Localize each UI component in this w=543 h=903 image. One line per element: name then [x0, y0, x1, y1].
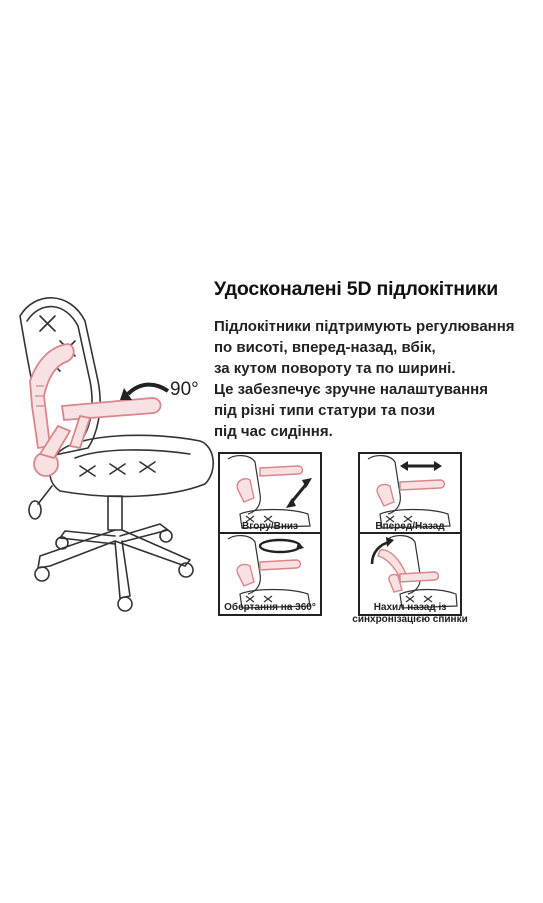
description-line: по висоті, вперед-назад, вбік, [214, 339, 436, 356]
adjustment-rotate-360 [218, 532, 322, 616]
adjustment-caption: Обертання на 360° [224, 602, 316, 613]
rotate-360-arrow-icon [227, 535, 311, 609]
up-down-arrow-icon [227, 455, 312, 529]
tilt-back-arrow-icon [370, 535, 458, 609]
adjustment-caption: Вперед/Назад [375, 521, 445, 532]
rotation-angle-label: 90° [170, 379, 199, 400]
adjustment-caption: Вгору/Вниз [241, 521, 299, 532]
office-chair-illustration [19, 297, 214, 612]
adjustment-forward-back [358, 452, 462, 536]
adjustment-tilt-back [358, 532, 462, 616]
description-line: Підлокітники підтримують регулювання [214, 318, 515, 335]
adjustment-up-down [218, 452, 322, 536]
adjustment-caption: Нахил назад із [373, 602, 447, 613]
description-line: під час сидіння. [214, 423, 333, 440]
feature-description: Підлокітники підтримують регулювання по … [214, 316, 539, 442]
feature-title: Удосконалені 5D підлокітники [214, 278, 499, 300]
description-line: за кутом повороту та по ширині. [214, 360, 456, 377]
description-line: Це забезпечує зручне налаштування [214, 381, 488, 398]
adjustment-caption: синхронізацією спинки [352, 614, 468, 625]
description-line: під різні типи статури та пози [214, 402, 436, 419]
forward-back-arrow-icon [367, 455, 451, 529]
